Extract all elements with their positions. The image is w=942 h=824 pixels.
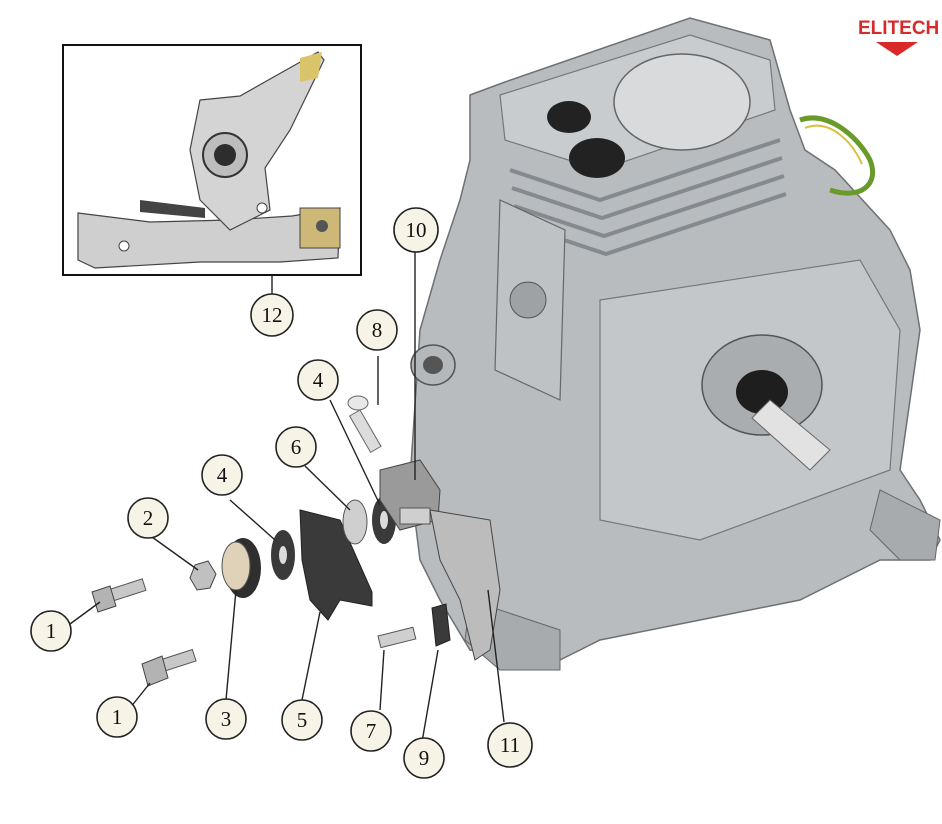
callout-7: 7 — [350, 710, 392, 752]
callout-11: 11 — [487, 722, 533, 768]
breather-fitting-bore — [423, 356, 443, 374]
crankshaft — [751, 399, 831, 471]
callout-1b: 1 — [96, 696, 138, 738]
callout-label: 5 — [297, 708, 308, 732]
inset-plate-hole — [118, 240, 130, 252]
cylinder-bore — [613, 53, 751, 151]
callout-12: 12 — [250, 293, 294, 337]
engine-crankcase — [409, 17, 941, 671]
callout-label: 11 — [500, 733, 520, 757]
part-washer-4b-hole — [380, 511, 388, 529]
callout-label: 7 — [366, 719, 377, 743]
inset-lever-arm — [189, 51, 325, 231]
inset-clamp-screw — [316, 220, 328, 232]
callout-9: 9 — [403, 737, 445, 779]
callout-label: 8 — [372, 318, 383, 342]
callout-6: 6 — [275, 426, 317, 468]
callout-label: 6 — [291, 435, 302, 459]
ignition-wire — [799, 115, 876, 196]
part-clip-9 — [431, 603, 451, 647]
callout-5: 5 — [281, 699, 323, 741]
part-pin-10 — [399, 507, 431, 525]
inset-spring — [140, 200, 205, 218]
brand-logo-mark — [876, 42, 918, 56]
callout-10: 10 — [393, 207, 439, 253]
part-bolt-1b — [141, 648, 197, 687]
part-nut-2 — [189, 560, 217, 591]
callout-4a: 4 — [201, 454, 243, 496]
intake-port — [509, 281, 547, 319]
part-washer-4a-hole — [279, 546, 287, 564]
callout-label: 1 — [112, 705, 123, 729]
callout-label: 2 — [143, 506, 154, 530]
callout-label: 1 — [46, 619, 57, 643]
callout-label: 10 — [406, 218, 427, 242]
inset-pivot-nut — [214, 144, 236, 166]
callout-4b: 4 — [297, 359, 339, 401]
inset-governor-assembly — [62, 44, 362, 276]
part-washer-6 — [342, 499, 368, 545]
brand-name: ELITECH — [858, 18, 939, 39]
crank-seal — [736, 370, 788, 414]
callout-3: 3 — [205, 698, 247, 740]
part-screw-7 — [377, 626, 417, 649]
exploded-parts — [91, 395, 501, 687]
ignition-wire-stripe — [804, 124, 863, 165]
part-screw-8-head — [347, 395, 369, 411]
part-bolt-1a — [91, 578, 147, 613]
callout-2: 2 — [127, 497, 169, 539]
callout-label: 4 — [217, 463, 228, 487]
callout-1a: 1 — [30, 610, 72, 652]
callout-label: 4 — [313, 368, 324, 392]
valve-port-intake — [547, 101, 591, 133]
inset-base-plate — [77, 207, 341, 269]
brand-logo: ELITECH — [858, 18, 939, 56]
part-bracket-5 — [299, 509, 373, 621]
leader-lines — [69, 252, 505, 743]
part-plate-11 — [429, 509, 501, 661]
callout-label: 9 — [419, 746, 430, 770]
callout-label: 12 — [262, 303, 283, 327]
callout-label: 3 — [221, 707, 232, 731]
part-screw-8 — [348, 409, 382, 454]
callout-8: 8 — [356, 309, 398, 351]
inset-plate-hole — [256, 202, 268, 214]
mounting-foot-right — [869, 489, 941, 561]
valve-port-exhaust — [569, 138, 625, 178]
part-cap-3-face — [221, 541, 251, 591]
inset-lever-tip — [300, 52, 322, 82]
